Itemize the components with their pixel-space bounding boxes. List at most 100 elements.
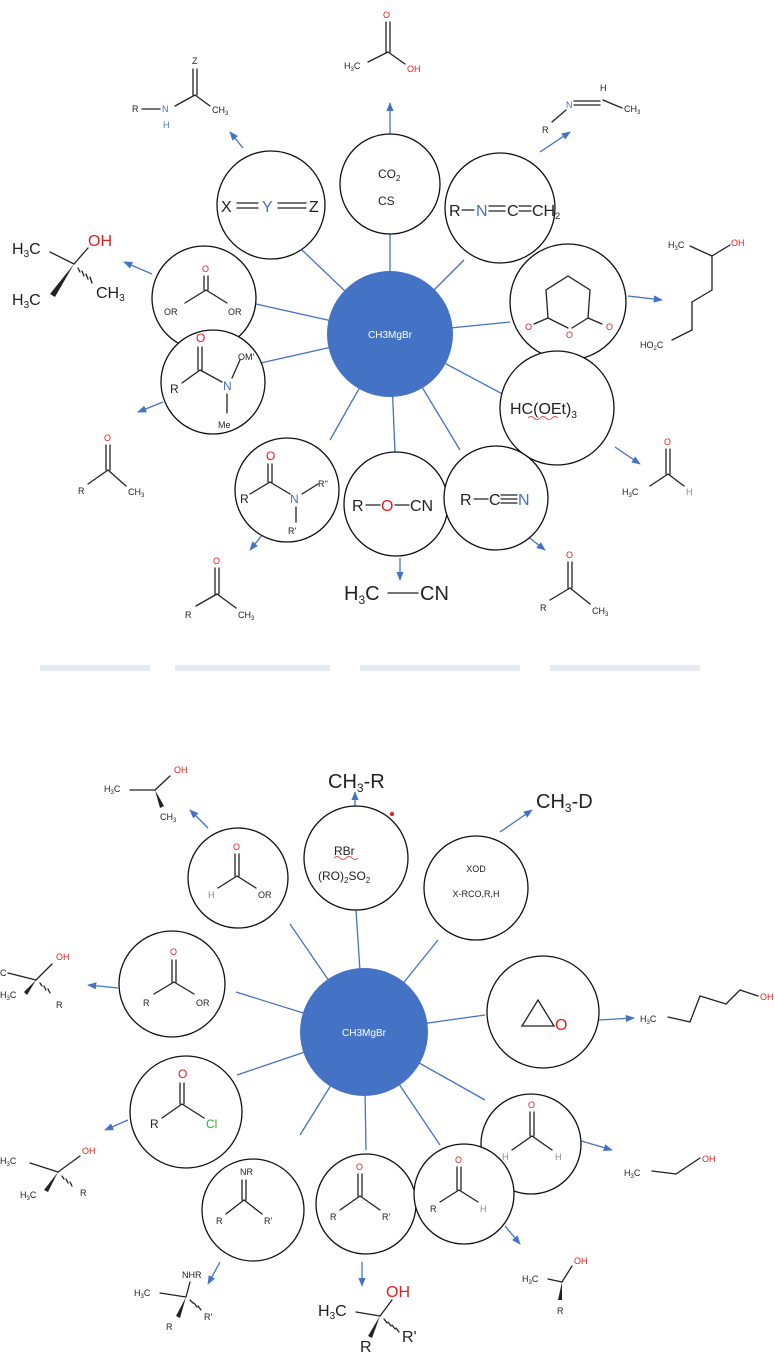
svg-text:O: O	[383, 10, 390, 20]
reagent-co2-cs: CO2 CS	[339, 133, 441, 235]
arrows-bottom	[87, 791, 635, 1287]
svg-text:R': R'	[402, 1329, 417, 1346]
svg-text:N: N	[476, 203, 488, 220]
product-tert-alcohol-cl: OH H3C H3C R	[0, 1146, 96, 1202]
svg-text:O: O	[170, 947, 177, 957]
svg-text:O: O	[381, 498, 393, 515]
reagent-amide: O R N R'' R'	[234, 437, 340, 543]
product-amine: NHR H3C R R'	[134, 1270, 212, 1332]
svg-text:R': R'	[264, 1216, 272, 1226]
svg-text:OR: OR	[196, 998, 210, 1008]
svg-text:H3C: H3C	[344, 61, 361, 73]
svg-text:H: H	[555, 1152, 562, 1162]
reagent-nitrile: R C N	[443, 445, 549, 551]
svg-text:CH3: CH3	[212, 105, 229, 117]
svg-text:X: X	[221, 199, 232, 216]
svg-text:CS: CS	[378, 194, 395, 208]
product-tert-alcohol-ester: OH C H3C R	[0, 952, 70, 1010]
svg-text:O: O	[356, 1162, 363, 1172]
svg-text:R: R	[132, 104, 139, 114]
product-acetic-acid: O H3C OH	[344, 10, 421, 74]
svg-text:R: R	[460, 492, 472, 509]
svg-text:R: R	[352, 498, 364, 515]
svg-text:Cl: Cl	[206, 1117, 217, 1131]
product-methyl-r: CH3-R	[328, 771, 395, 817]
svg-text:H: H	[208, 890, 215, 900]
reagent-ketimine: NR R R'	[201, 1158, 305, 1262]
svg-text:OH: OH	[574, 1256, 588, 1266]
svg-text:H: H	[480, 1204, 487, 1214]
svg-text:O: O	[455, 1155, 462, 1165]
reagent-cyanate: R O CN	[343, 451, 449, 557]
reagent-aldehyde: O R H	[413, 1143, 515, 1245]
svg-text:C: C	[489, 492, 501, 509]
svg-text:H3C: H3C	[0, 1156, 17, 1168]
svg-text:O: O	[566, 330, 573, 340]
arrows-top	[123, 102, 663, 581]
reagent-ketone: O R R'	[315, 1153, 417, 1255]
svg-text:HO2C: HO2C	[640, 340, 664, 352]
svg-text:H: H	[163, 120, 170, 130]
svg-text:H3C: H3C	[668, 240, 685, 252]
svg-text:OR: OR	[164, 307, 178, 317]
svg-text:OH: OH	[386, 1284, 410, 1301]
svg-text:H3C: H3C	[134, 1288, 151, 1300]
svg-text:O: O	[233, 842, 240, 852]
reagent-rbr: RBr (RO)2SO2	[303, 805, 409, 911]
product-acetonitrile: H3C CN	[344, 583, 449, 607]
svg-text:C: C	[0, 968, 7, 978]
hub-bottom: CH3MgBr	[300, 968, 428, 1096]
reagent-anhydride: O O O	[509, 243, 627, 361]
svg-text:H3C: H3C	[622, 487, 639, 499]
svg-text:N: N	[566, 100, 573, 110]
svg-text:R: R	[430, 1204, 437, 1214]
svg-text:H3C: H3C	[12, 241, 41, 260]
svg-text:O: O	[213, 556, 220, 566]
product-amide: Z R N H CH3	[132, 56, 229, 130]
svg-text:O: O	[104, 433, 111, 443]
product-imine: H N CH3 R	[542, 83, 641, 135]
svg-text:CH3-D: CH3-D	[536, 791, 593, 815]
svg-text:Y: Y	[262, 199, 273, 216]
svg-text:OR: OR	[228, 307, 242, 317]
svg-text:H3C: H3C	[20, 1190, 37, 1202]
svg-text:OH: OH	[82, 1146, 96, 1156]
diagram-bottom: RBr (RO)2SO2 XOD X-RCO,R,H O H OR O R OR	[0, 765, 774, 1353]
product-ketone-amide: O R CH3	[185, 556, 255, 622]
product-hydroxy-acid: H3C OH HO2C	[640, 238, 745, 352]
svg-text:O: O	[202, 264, 209, 274]
svg-text:Z: Z	[192, 56, 198, 66]
svg-text:CH2: CH2	[532, 203, 560, 221]
svg-text:R: R	[185, 610, 192, 620]
svg-text:R: R	[56, 1000, 63, 1010]
svg-text:CN: CN	[410, 498, 433, 515]
reagent-weinreb-amide: O R N OM' Me	[160, 329, 266, 435]
product-tert-alcohol: OH H3C R R'	[318, 1284, 417, 1353]
product-ch3d: CH3-D	[536, 791, 593, 815]
svg-text:R': R'	[382, 1212, 390, 1222]
svg-text:H3C: H3C	[12, 292, 41, 311]
svg-text:(RO)2SO2: (RO)2SO2	[318, 869, 371, 885]
svg-text:XOD: XOD	[466, 864, 486, 874]
svg-text:OH: OH	[174, 765, 188, 775]
svg-text:X-RCO,R,H: X-RCO,R,H	[453, 889, 500, 899]
svg-text:OH: OH	[88, 233, 112, 250]
svg-text:O: O	[178, 1067, 187, 1081]
svg-text:H: H	[600, 83, 607, 93]
reagent-imine-ketene: R N C CH2	[444, 152, 560, 264]
svg-text:O: O	[266, 449, 275, 463]
product-isopropanol: OH H3C CH3	[104, 765, 188, 824]
svg-text:N: N	[518, 492, 530, 509]
svg-text:CH3: CH3	[128, 487, 145, 499]
svg-text:H3C: H3C	[104, 784, 121, 796]
svg-text:OH: OH	[760, 992, 774, 1002]
product-ketone-nitrile: O R CH3	[540, 550, 609, 618]
svg-text:OH: OH	[56, 952, 70, 962]
svg-text:R: R	[170, 382, 179, 396]
svg-text:H3C: H3C	[318, 1303, 347, 1322]
svg-text:H: H	[502, 1152, 509, 1162]
svg-text:CO2: CO2	[378, 167, 401, 183]
product-sec-alcohol: OH H3C R	[522, 1256, 588, 1316]
svg-text:H3C: H3C	[640, 1014, 657, 1026]
